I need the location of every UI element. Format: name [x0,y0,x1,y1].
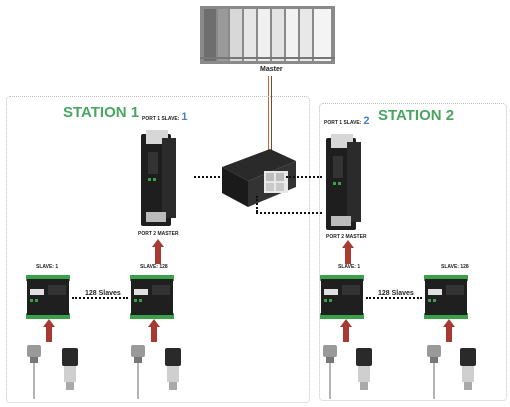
station-1-slaves-count: 128 Slaves [83,290,123,297]
station-1-pressure-transmitter-1 [62,348,78,390]
station-2-slaves-count: 128 Slaves [376,290,416,297]
station-1-slave-1-label: SLAVE: 1 [36,264,59,270]
plc-rack-image [200,6,335,64]
station-2-pressure-transmitter-2 [460,348,476,390]
station-1-box [6,96,310,403]
station-1-port2-label: PORT 2 MASTER [138,231,179,237]
station-2-arrow-to-gateway [342,240,354,264]
station-2-slave-128-module [424,275,468,319]
master-cable-2 [271,76,272,171]
station-2-port2-label: PORT 2 MASTER [326,234,367,240]
link-bus-to-gateway2 [286,176,322,178]
station-2-port1-label: PORT 1 SLAVE:2 [324,115,370,127]
station-2-title: STATION 2 [378,107,455,124]
station-1-gateway-device [141,130,176,226]
station-1-slave-number: 1 [181,111,188,123]
station-2-slave-128-label: SLAVE: 128 [441,264,469,270]
link-gateway1-to-bus [194,176,224,178]
station-1-arrow-to-gateway [152,239,164,264]
station-1-temperature-probe-2 [131,345,145,399]
station-1-slave-link [72,297,128,299]
bus-connector-module [222,149,296,207]
station-1-pressure-transmitter-2 [165,348,181,390]
station-2-gateway-device [326,134,361,230]
station-2-slave-1-module [320,275,364,319]
station-1-arrow-sensor-slave1 [43,319,55,342]
station-1-temperature-probe-1 [27,345,41,399]
station-1-title: STATION 1 [63,104,140,121]
station-2-temperature-probe-1 [323,345,337,399]
station-1-port1-label: PORT 1 SLAVE:1 [142,111,188,123]
station-2-box [319,103,507,401]
master-cable [268,76,269,171]
station-1-slave-1-module [26,275,70,319]
station-2-slave-1-label: SLAVE: 1 [338,264,361,270]
station-2-slave-number: 2 [363,115,370,127]
station-2-pressure-transmitter-1 [356,348,372,390]
station-2-arrow-sensor-slave1 [340,319,352,342]
link-bus-to-station2 [256,212,322,214]
master-label: Master [260,66,283,73]
link-bus-down [256,196,258,212]
station-1-arrow-sensor-slave128 [148,319,160,342]
station-2-temperature-probe-2 [427,345,441,399]
station-2-slave-link [366,297,422,299]
station-1-slave-128-module [130,275,174,319]
station-1-slave-128-label: SLAVE: 128 [140,264,168,270]
station-2-arrow-sensor-slave128 [443,319,455,342]
